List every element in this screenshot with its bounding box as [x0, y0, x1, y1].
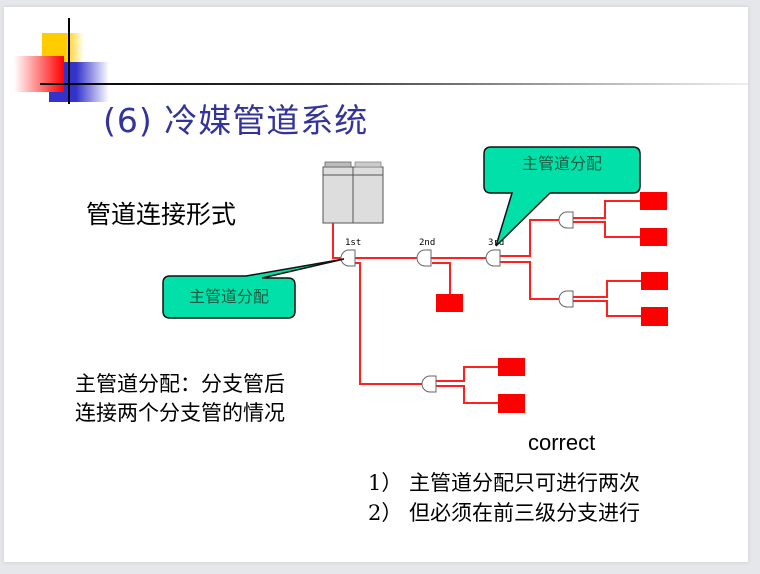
refrigerant-pipes: [332, 200, 641, 404]
outdoor-unit: [322, 161, 384, 224]
branch-joint-3rd: [485, 249, 501, 267]
branch-joint-2nd: [416, 249, 432, 267]
rules-list: 1） 主管道分配只可进行两次 2） 但必须在前三级分支进行: [368, 468, 640, 528]
title-underline: [40, 83, 748, 85]
indoor-unit: [641, 272, 668, 290]
pipe-outdoor-to-1st: [332, 223, 344, 259]
level-label-2nd: 2nd: [419, 238, 435, 248]
branch-joints: [340, 211, 574, 393]
pipe-1st-down: [350, 262, 425, 385]
branch-joint-1st: [340, 249, 356, 267]
indoor-unit: [640, 228, 667, 246]
decor-vertical-line: [68, 18, 70, 104]
indoor-unit: [641, 307, 668, 326]
pipe-3rd-upper: [500, 219, 562, 257]
level-label-1st: 1st: [345, 238, 361, 248]
indoor-units: [436, 192, 668, 413]
indoor-unit: [640, 192, 667, 210]
slide-subtitle: 管道连接形式: [86, 200, 237, 229]
callout-1st: 主管道分配: [162, 258, 345, 319]
indoor-unit: [498, 358, 525, 376]
branch-joint-upper: [558, 211, 574, 229]
callout-3rd-text: 主管道分配: [522, 154, 602, 173]
decor-red-square: [14, 56, 64, 92]
indoor-unit: [498, 394, 525, 413]
branch-joint-lower: [558, 290, 574, 308]
slide: [4, 7, 748, 562]
status-label: correct: [528, 430, 596, 455]
rule-2: 2） 但必须在前三级分支进行: [368, 501, 641, 525]
description-line-2: 连接两个分支管的情况: [75, 401, 285, 425]
slide-title: (6) 冷媒管道系统: [103, 101, 369, 140]
callout-1st-text: 主管道分配: [189, 287, 269, 306]
pipe-2nd-to-unit: [432, 262, 451, 294]
description-line-1: 主管道分配：分支管后: [75, 372, 285, 396]
pipe-3rd-lower: [500, 261, 562, 300]
description: 主管道分配：分支管后 连接两个分支管的情况: [75, 370, 285, 428]
branch-joint-bottom: [421, 375, 437, 393]
rule-1: 1） 主管道分配只可进行两次: [368, 471, 641, 495]
callout-3rd: 主管道分配: [483, 146, 641, 247]
indoor-unit: [436, 294, 463, 312]
